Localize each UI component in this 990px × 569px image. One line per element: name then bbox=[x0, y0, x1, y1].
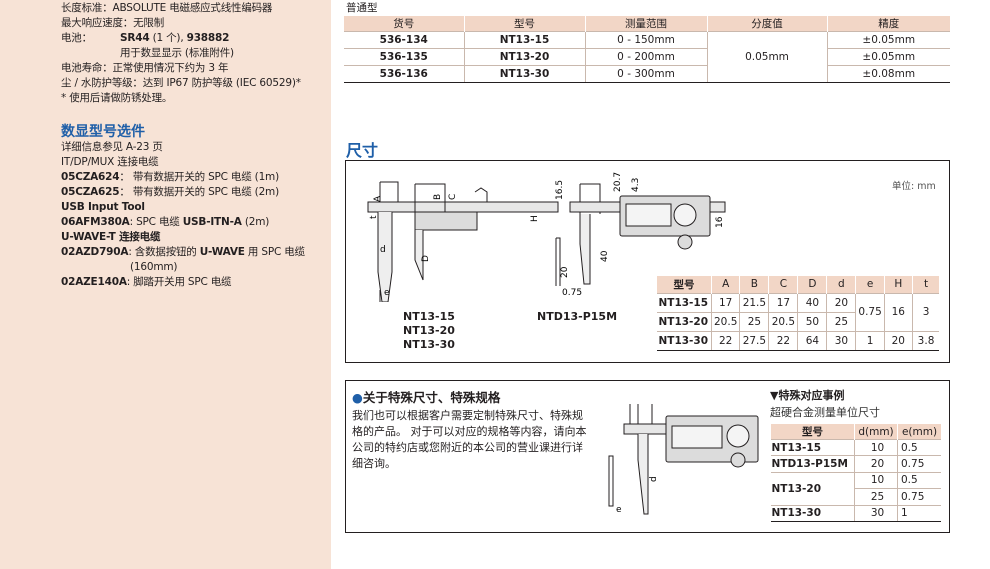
rust-note: * 使用后请做防锈处理。 bbox=[61, 92, 173, 104]
col-resolution: 分度值 bbox=[706, 16, 827, 32]
svg-text:H: H bbox=[530, 215, 540, 222]
cable-option-1: 05CZA624： 带有数据开关的 SPC 电缆 (1m) bbox=[61, 171, 279, 183]
svg-text:C: C bbox=[448, 194, 458, 200]
table-row: NT13-20 20.5 25 20.5 50 25 bbox=[656, 311, 940, 331]
svg-text:20.7: 20.7 bbox=[613, 172, 623, 192]
svg-text:20: 20 bbox=[560, 266, 570, 278]
svg-text:e: e bbox=[616, 505, 622, 515]
svg-text:D: D bbox=[421, 255, 431, 262]
uwave-cable-length: (160mm) bbox=[130, 261, 178, 273]
svg-text:d: d bbox=[649, 476, 659, 482]
table-row: NT13-20 10 0.5 bbox=[770, 471, 941, 506]
col-code: 货号 bbox=[344, 16, 464, 32]
battery-note: 用于数显显示 (标准附件) bbox=[120, 47, 234, 59]
caliper-drawing-standard: A B C D d e H t bbox=[367, 181, 559, 302]
max-response-speed: 最大响应速度：无限制 bbox=[61, 17, 165, 29]
protection-rating: 尘 / 水防护等级：达到 IP67 防护等级 (IEC 60529)* bbox=[61, 77, 301, 89]
table-row: NT13-15 10 0.5 bbox=[770, 438, 941, 456]
standard-type-label: 普通型 bbox=[346, 2, 378, 14]
battery-value: SR44 (1 个), 938882 bbox=[120, 32, 230, 44]
special-spec-body: 我们也可以根据客户需要定制特殊尺寸、特殊规格的产品。 对于可以对应的规格等内容，… bbox=[352, 409, 587, 470]
table-row: 536-135 NT13-20 0 - 200mm ±0.05mm bbox=[344, 48, 950, 66]
uwave-heading: U-WAVE-T 连接电缆 bbox=[61, 231, 161, 243]
battery-label: 电池： bbox=[61, 32, 92, 44]
battery-life: 电池寿命：正常使用情况下约为 3 年 bbox=[61, 62, 229, 74]
unit-label: 单位: mm bbox=[892, 181, 936, 192]
table-row: 536-134 NT13-15 0 - 150mm 0.05mm ±0.05mm bbox=[344, 31, 950, 83]
svg-text:16: 16 bbox=[715, 216, 725, 228]
svg-text:e: e bbox=[384, 288, 390, 298]
special-spec-title: ●关于特殊尺寸、特殊规格 bbox=[352, 390, 501, 405]
ntd-model-label: NTD13-P15M bbox=[537, 310, 618, 323]
example-subtitle: 超硬合金测量单位尺寸 bbox=[770, 406, 880, 419]
table-row: 25 0.75 bbox=[771, 488, 941, 506]
spec-header-row: 货号 型号 测量范围 分度值 精度 bbox=[344, 16, 950, 32]
table-row: NT13-30 30 1 bbox=[770, 504, 941, 522]
reference-page: 详细信息参见 A-23 页 bbox=[61, 141, 163, 153]
caliper-drawing-ntd: 16.5 20.7 4.3 40 20 0.75 16 bbox=[555, 172, 726, 298]
dimension-table: 型号 A B C D d e H t NT13-15 17 21.5 17 40… bbox=[656, 276, 940, 351]
special-spec-box bbox=[345, 380, 950, 533]
cable-option-2: 05CZA625： 带有数据开关的 SPC 电缆 (2m) bbox=[61, 186, 279, 198]
col-model: 型号 bbox=[463, 16, 585, 32]
table-row: NT13-15 17 21.5 17 40 20 0.75 16 3 bbox=[656, 292, 940, 331]
col-range: 测量范围 bbox=[584, 16, 707, 32]
dimensions-box bbox=[345, 160, 950, 363]
svg-text:40: 40 bbox=[600, 250, 610, 262]
special-example-table: 型号 d(mm) e(mm) NT13-15 10 0.5 NTD13-P15M… bbox=[770, 424, 941, 522]
model-list: NT13-15 NT13-20 NT13-30 bbox=[403, 310, 455, 351]
svg-text:t: t bbox=[369, 215, 379, 219]
svg-text:16.5: 16.5 bbox=[555, 180, 565, 200]
svg-text:B: B bbox=[433, 194, 443, 200]
svg-text:0.75: 0.75 bbox=[562, 288, 582, 298]
usb-cable-option: 06AFM380A: SPC 电缆 USB-ITN-A (2m) bbox=[61, 216, 270, 228]
example-title: ▼特殊对应事例 bbox=[770, 389, 845, 402]
example-header-row: 型号 d(mm) e(mm) bbox=[770, 424, 941, 440]
resolution-cell: 0.05mm bbox=[706, 31, 827, 83]
length-standard: 长度标准：ABSOLUTE 电磁感应式线性编码器 bbox=[61, 2, 273, 14]
foot-switch-option: 02AZE140A: 脚踏开关用 SPC 电缆 bbox=[61, 276, 232, 288]
dim-header-row: 型号 A B C D d e H t bbox=[656, 276, 940, 293]
options-section-title: 数显型号选件 bbox=[61, 124, 145, 140]
svg-text:d: d bbox=[380, 245, 386, 255]
col-accuracy: 精度 bbox=[826, 16, 950, 32]
left-column: 长度标准：ABSOLUTE 电磁感应式线性编码器 最大响应速度：无限制 电池： … bbox=[0, 0, 331, 569]
mux-cable-heading: IT/DP/MUX 连接电缆 bbox=[61, 156, 159, 168]
table-row: NT13-30 22 27.5 22 64 30 1 20 3.8 bbox=[656, 330, 940, 351]
dimensions-title: 尺寸 bbox=[346, 141, 379, 160]
svg-text:4.3: 4.3 bbox=[631, 178, 641, 192]
table-row: NTD13-P15M 20 0.75 bbox=[770, 455, 941, 473]
caliper-drawing-special: d e bbox=[608, 404, 759, 515]
spec-table: 货号 型号 测量范围 分度值 精度 536-134 NT13-15 0 - 15… bbox=[344, 16, 950, 83]
uwave-cable-option: 02AZD790A: 含数据按钮的 U-WAVE 用 SPC 电缆 bbox=[61, 246, 305, 258]
svg-text:A: A bbox=[373, 195, 383, 202]
table-row: 536-136 NT13-30 0 - 300mm ±0.08mm bbox=[344, 65, 950, 83]
usb-tool-heading: USB Input Tool bbox=[61, 201, 145, 213]
